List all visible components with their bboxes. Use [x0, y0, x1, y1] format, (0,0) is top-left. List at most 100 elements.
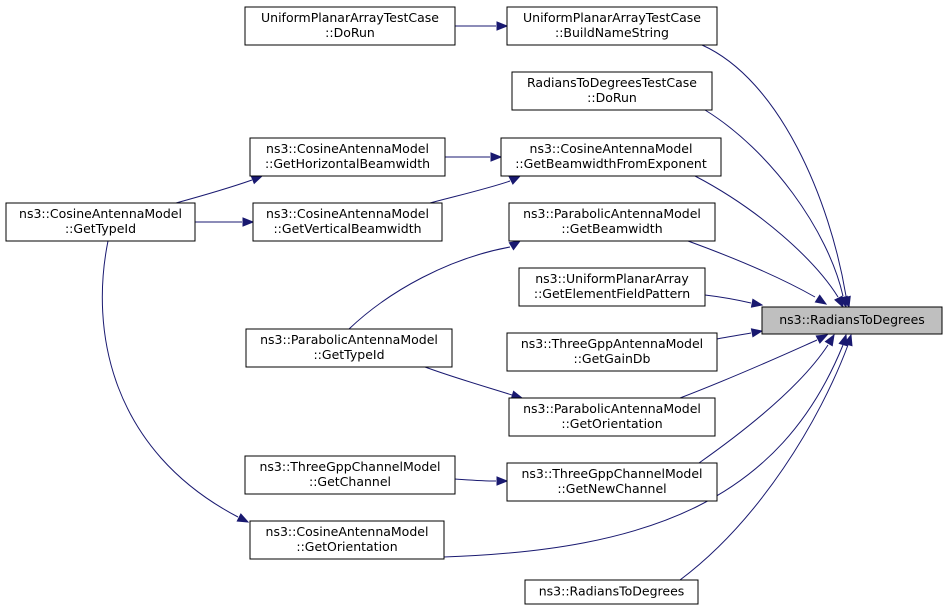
arrowhead-icon — [814, 294, 828, 305]
edge-tgppch_getch-to-tgppch_getnewch — [454, 476, 509, 486]
node-upa_getefp[interactable]: ns3::UniformPlanarArray::GetElementField… — [518, 267, 706, 307]
node-box — [518, 267, 706, 307]
node-box — [508, 202, 716, 242]
node-box — [511, 71, 713, 111]
node-label-line: ::GetElementFieldPattern — [534, 286, 690, 301]
edge-par_gettypeid-to-par_getbw — [348, 240, 522, 330]
node-box — [500, 137, 722, 177]
node-cos_getvbw[interactable]: ns3::CosineAntennaModel::GetVerticalBeam… — [252, 202, 443, 242]
edge-line — [454, 478, 497, 482]
edge-line — [679, 339, 818, 399]
arrowhead-icon — [490, 152, 503, 162]
node-box — [761, 306, 943, 335]
nodes-layer: UniformPlanarArrayTestCase::DoRunUniform… — [5, 6, 943, 605]
edge-line — [704, 294, 752, 304]
node-box — [249, 137, 446, 177]
arrowhead-icon — [496, 476, 509, 486]
node-tgpp_gaindb[interactable]: ns3::ThreeGppAntennaModel::GetGainDb — [506, 332, 718, 372]
edge-upa_dorun-to-upa_buildname — [454, 21, 509, 31]
node-label-line: ::GetOrientation — [296, 539, 397, 554]
node-box — [506, 332, 718, 372]
node-label-line: ::GetTypeId — [313, 347, 384, 362]
edge-cos_getvbw-to-cos_getbwexp — [429, 175, 522, 204]
edge-upa_getefp-to-target — [704, 294, 764, 308]
edge-line — [698, 344, 829, 464]
edge-cos_gettypeid-to-cos_getorient — [101, 240, 250, 523]
edge-cos_getbwexp-to-target — [694, 175, 844, 309]
node-label-line: ::GetTypeId — [65, 221, 136, 236]
arrowhead-icon — [508, 240, 522, 251]
node-label-line: ::DoRun — [325, 25, 375, 40]
node-label-line: ::GetChannel — [309, 474, 391, 489]
edge-line — [694, 175, 839, 298]
node-box — [5, 202, 196, 242]
edge-par_getbw-to-target — [687, 240, 828, 305]
node-label-line: ::BuildNameString — [555, 25, 669, 40]
node-par_gettypeid[interactable]: ns3::ParabolicAntennaModel::GetTypeId — [245, 328, 453, 368]
node-upa_buildname[interactable]: UniformPlanarArrayTestCase::BuildNameStr… — [506, 6, 718, 46]
node-tgppch_getnewch[interactable]: ns3::ThreeGppChannelModel::GetNewChannel — [506, 462, 718, 502]
node-label-line: ::GetHorizontalBeamwidth — [265, 156, 430, 171]
node-cos_gethbw[interactable]: ns3::CosineAntennaModel::GetHorizontalBe… — [249, 137, 446, 177]
edge-tgppch_getnewch-to-target — [698, 333, 835, 464]
node-label-line: ::GetBeamwidthFromExponent — [515, 156, 707, 171]
edges-layer — [101, 21, 853, 581]
edge-cos_gettypeid-to-cos_gethbw — [175, 175, 264, 204]
edge-line — [679, 344, 849, 581]
node-par_getbw[interactable]: ns3::ParabolicAntennaModel::GetBeamwidth — [508, 202, 716, 242]
arrowhead-icon — [496, 21, 509, 31]
node-cos_gettypeid[interactable]: ns3::CosineAntennaModel::GetTypeId — [5, 202, 196, 242]
node-box — [249, 520, 445, 560]
edge-cos_gettypeid-to-cos_getvbw — [195, 217, 255, 227]
arrowhead-icon — [250, 175, 264, 185]
edge-line — [443, 344, 844, 558]
node-label-line: ns3::CosineAntennaModel — [266, 206, 429, 221]
node-cos_getbwexp[interactable]: ns3::CosineAntennaModel::GetBeamwidthFro… — [500, 137, 722, 177]
node-label-line: ns3::CosineAntennaModel — [530, 141, 693, 156]
arrowhead-icon — [236, 513, 250, 523]
node-box — [252, 202, 443, 242]
node-label-line: ns3::CosineAntennaModel — [19, 206, 182, 221]
node-label-line: RadiansToDegreesTestCase — [527, 75, 697, 90]
edge-line — [424, 366, 513, 396]
node-upa_dorun[interactable]: UniformPlanarArrayTestCase::DoRun — [244, 6, 456, 46]
node-label-line: ns3::CosineAntennaModel — [266, 524, 429, 539]
node-par_getorient[interactable]: ns3::ParabolicAntennaModel::GetOrientati… — [508, 397, 716, 437]
node-box — [524, 579, 699, 605]
node-label-line: ns3::ThreeGppChannelModel — [521, 466, 702, 481]
edge-line — [101, 240, 239, 518]
arrowhead-icon — [824, 333, 835, 347]
node-cos_getorient[interactable]: ns3::CosineAntennaModel::GetOrientation — [249, 520, 445, 560]
node-label-line: ::GetNewChannel — [557, 481, 666, 496]
node-box — [244, 455, 456, 495]
node-label-line: UniformPlanarArrayTestCase — [261, 10, 439, 25]
edge-tgpp_gaindb-to-target — [716, 328, 764, 340]
node-label-line: ns3::RadiansToDegrees — [539, 584, 685, 599]
node-box — [508, 397, 716, 437]
node-box — [245, 328, 453, 368]
edge-line — [704, 109, 844, 297]
node-label-line: ns3::CosineAntennaModel — [266, 141, 429, 156]
edge-line — [687, 240, 816, 298]
node-label-line: ns3::ThreeGppAntennaModel — [521, 336, 703, 351]
node-label-line: ::DoRun — [587, 90, 637, 105]
node-label-line: ::GetVerticalBeamwidth — [273, 221, 421, 236]
node-label-line: ::GetOrientation — [561, 416, 662, 431]
node-r2d_dorun[interactable]: RadiansToDegreesTestCase::DoRun — [511, 71, 713, 111]
arrowhead-icon — [242, 217, 255, 227]
arrowhead-icon — [815, 334, 829, 344]
edge-line — [348, 246, 511, 330]
edge-r2d_vec-to-target — [679, 333, 853, 581]
node-label-line: ns3::ParabolicAntennaModel — [523, 401, 701, 416]
node-label-line: ns3::ParabolicAntennaModel — [260, 332, 438, 347]
node-label-line: ns3::UniformPlanarArray — [535, 271, 689, 286]
node-target[interactable]: ns3::RadiansToDegrees — [761, 306, 943, 335]
arrowhead-icon — [508, 175, 522, 185]
node-box — [506, 462, 718, 502]
edge-line — [429, 180, 511, 204]
arrowhead-icon — [843, 333, 853, 347]
arrowhead-icon — [750, 298, 764, 308]
node-tgppch_getch[interactable]: ns3::ThreeGppChannelModel::GetChannel — [244, 455, 456, 495]
node-label-line: ::GetGainDb — [573, 351, 650, 366]
node-r2d_vec[interactable]: ns3::RadiansToDegrees — [524, 579, 699, 605]
